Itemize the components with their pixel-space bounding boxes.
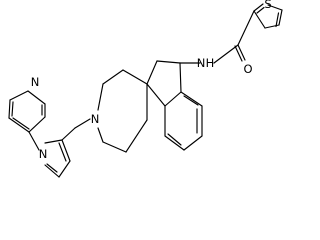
pyridine-nitrogen-label: N [31, 75, 40, 89]
sulfur-atom-label: S [264, 0, 271, 11]
atom-labels: S O N H N N N [31, 0, 272, 161]
pyrrole-ring [44, 139, 71, 178]
cyclopentane-ring [146, 60, 182, 107]
benzene-ring [164, 91, 203, 151]
amide-nitrogen-label: N [197, 56, 206, 70]
amide-hydrogen-label: H [206, 56, 215, 70]
molecule-structure-diagram: S O N H N N N [8, 0, 283, 178]
piperidine-ring [97, 69, 148, 153]
pyrrole-nitrogen-label: N [39, 147, 48, 161]
methylene-linker [61, 118, 91, 141]
piperidine-nitrogen-label: N [91, 112, 100, 126]
pyridine-ring [8, 90, 46, 151]
oxygen-atom-label: O [243, 62, 252, 76]
thiophene-ring [253, 3, 283, 29]
amide-group [179, 10, 255, 64]
